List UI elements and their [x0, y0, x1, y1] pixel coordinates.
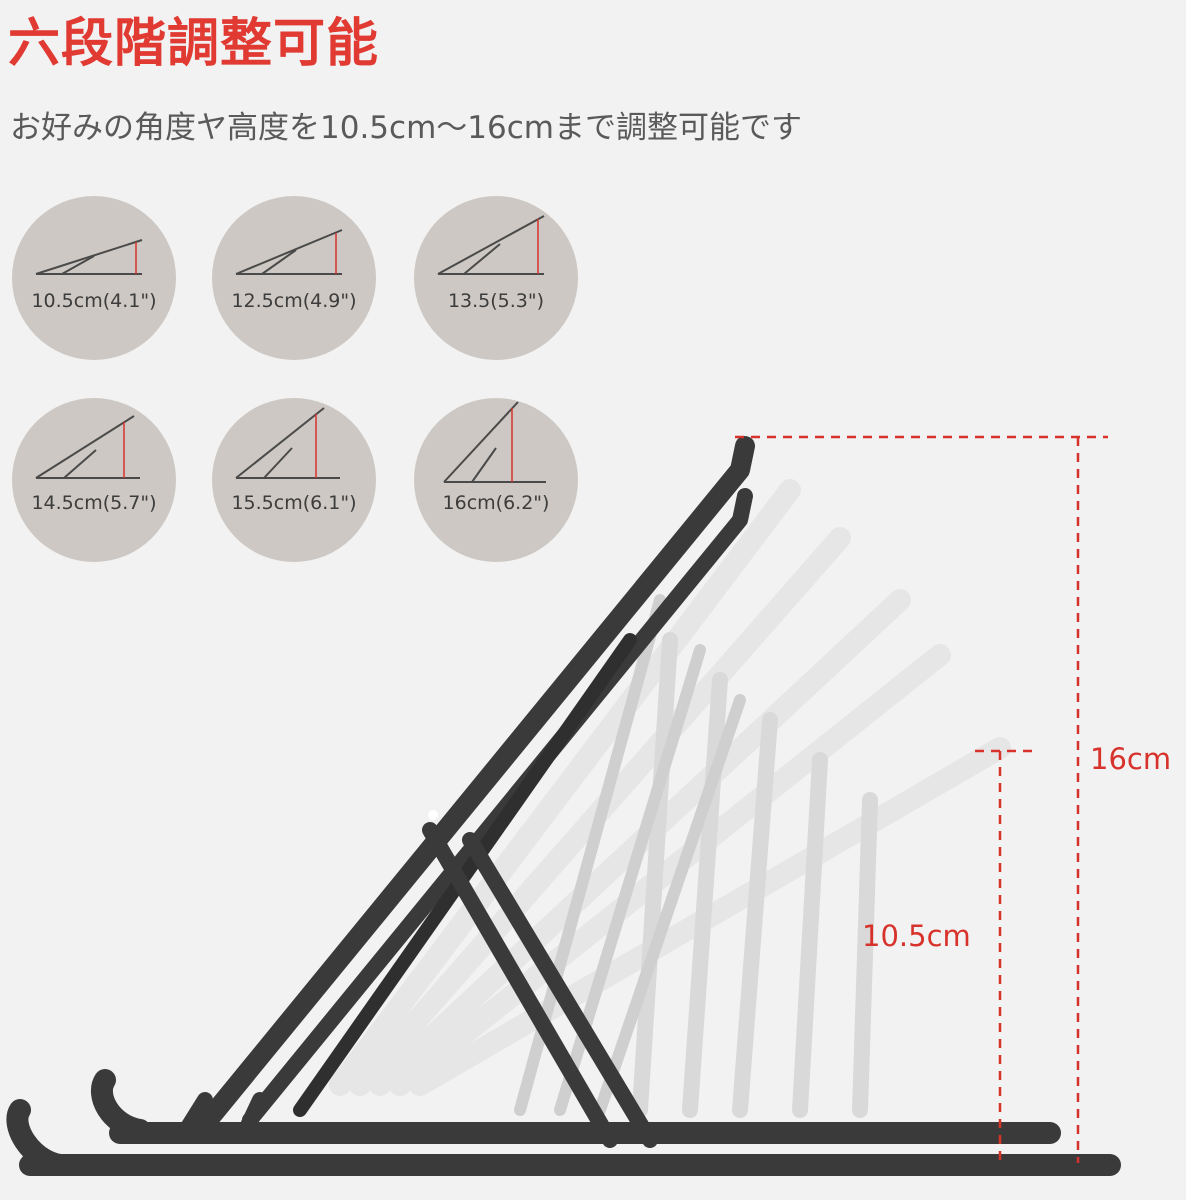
level-label-6: 16cm(6.2") — [442, 492, 550, 514]
hinge-pin-icon — [428, 810, 438, 820]
level-circle-2: 12.5cm(4.9") — [212, 196, 376, 360]
level-circle-5: 15.5cm(6.1") — [212, 398, 376, 562]
dimension-lines — [735, 435, 1108, 1163]
level-circle-1: 10.5cm(4.1") — [12, 196, 176, 360]
level-circle-4: 14.5cm(5.7") — [12, 398, 176, 562]
angle-diagram-icon — [235, 229, 343, 275]
subtitle: お好みの角度ヤ高度を10.5cm～16cmまで調整可能です — [10, 110, 802, 146]
level-label-4: 14.5cm(5.7") — [31, 492, 157, 514]
angle-diagram-icon — [35, 415, 140, 479]
level-label-3: 13.5(5.3") — [447, 290, 545, 312]
angle-diagram-icon — [443, 401, 546, 483]
angle-diagram-icon — [235, 407, 340, 479]
angle-diagram-icon — [437, 215, 545, 275]
level-circle-3: 13.5(5.3") — [414, 196, 578, 360]
level-label-5: 15.5cm(6.1") — [231, 492, 357, 514]
headline: 六段階調整可能 — [8, 14, 380, 74]
max-height-label: 16cm — [1090, 742, 1172, 776]
angle-diagram-icon — [35, 239, 143, 275]
min-height-label: 10.5cm — [862, 919, 971, 953]
level-label-2: 12.5cm(4.9") — [231, 290, 357, 312]
level-label-1: 10.5cm(4.1") — [31, 290, 157, 312]
level-circle-6: 16cm(6.2") — [414, 398, 578, 562]
ghost-positions — [329, 479, 1011, 1118]
stand-dark — [6, 436, 1121, 1176]
